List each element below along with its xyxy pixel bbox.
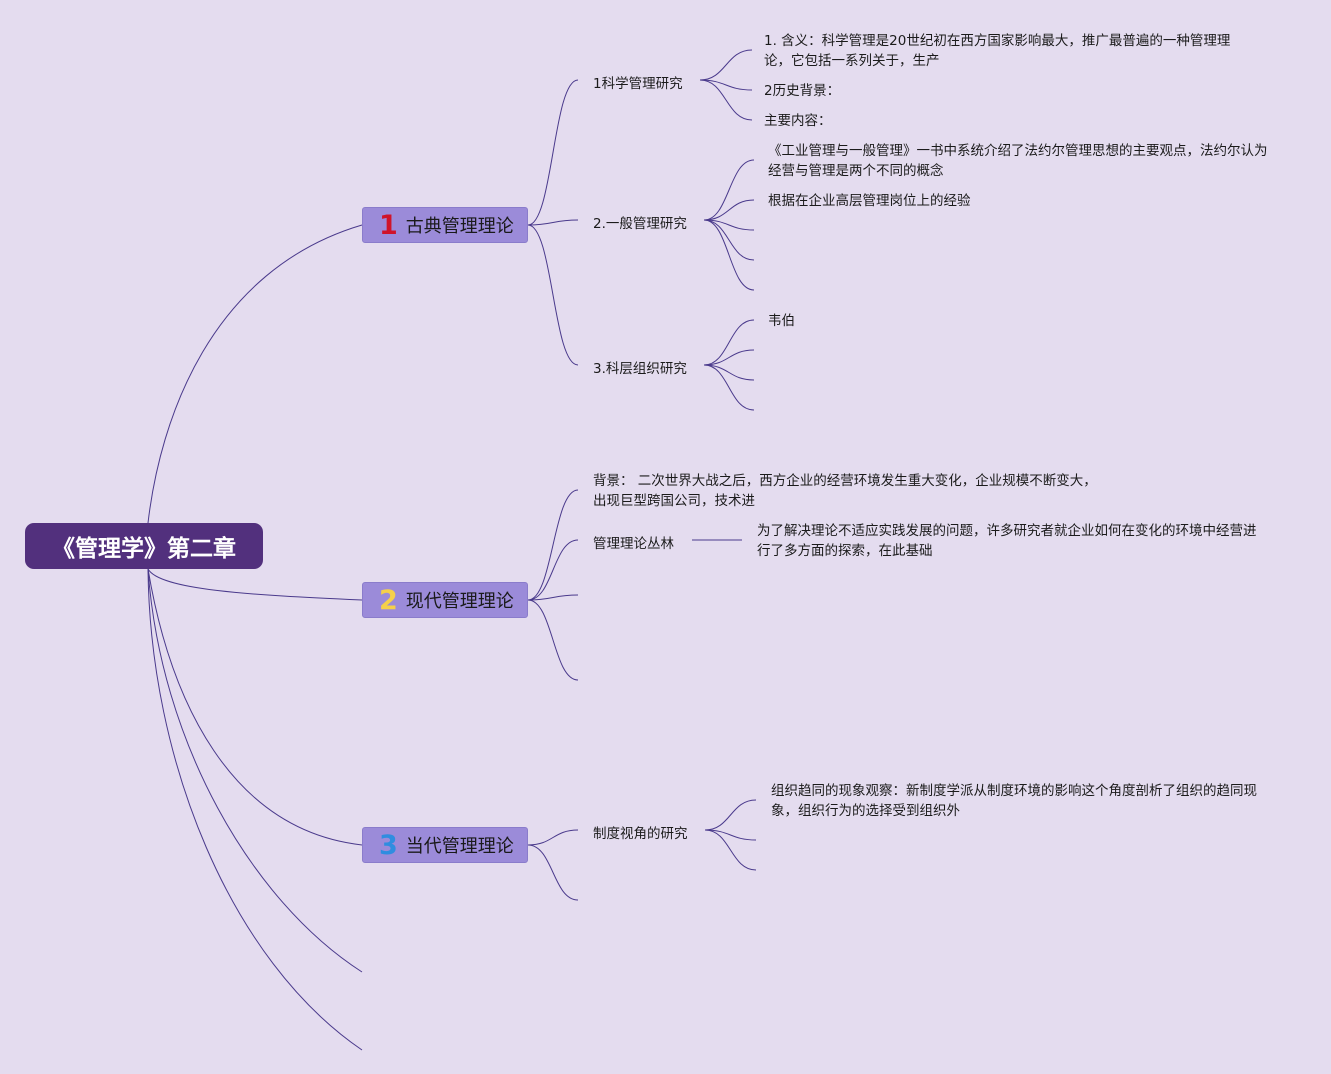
connector-line	[527, 594, 579, 601]
connector-line	[703, 319, 755, 366]
connector-line	[699, 79, 753, 121]
connector-line	[527, 844, 579, 901]
connector-line	[527, 829, 579, 846]
connector-line	[527, 599, 579, 681]
connector-line	[703, 364, 755, 411]
connector-line	[147, 568, 363, 846]
connector-line	[703, 219, 755, 261]
branch-label: 古典管理理论	[405, 216, 514, 237]
branch-classical-theory[interactable]: 1 古典管理理论	[362, 207, 528, 243]
number-three-icon: 3	[379, 829, 398, 861]
leaf-executive-experience[interactable]: 根据在企业高层管理岗位上的经验	[768, 193, 971, 209]
connector-line	[703, 349, 755, 366]
connector-line	[147, 568, 363, 1051]
subtopic-background[interactable]: 背景： 二次世界大战之后，西方企业的经营环境发生重大变化，企业规模不断变大，出现…	[593, 473, 1097, 509]
branch-contemporary-theory[interactable]: 3 当代管理理论	[362, 827, 528, 863]
leaf-isomorphism[interactable]: 组织趋同的现象观察：新制度学派从制度环境的影响这个角度剖析了组织的趋同现象，组织…	[771, 783, 1257, 819]
leaf-historical-background[interactable]: 2历史背景：	[764, 83, 841, 99]
connector-line	[527, 224, 579, 366]
connector-line	[527, 79, 579, 226]
branch-label: 现代管理理论	[405, 591, 514, 612]
connector-line	[527, 219, 579, 226]
connector-line	[703, 364, 755, 381]
connector-line	[703, 159, 755, 221]
leaf-scientific-definition[interactable]: 1. 含义：科学管理是20世纪初在西方国家影响最大，推广最普遍的一种管理理论，它…	[764, 33, 1231, 69]
root-title: 《管理学》第二章	[52, 536, 236, 562]
subtopic-management-jungle[interactable]: 管理理论丛林	[593, 536, 674, 552]
connector-line	[704, 799, 757, 831]
connector-line	[527, 489, 579, 601]
number-one-icon: 1	[379, 209, 398, 241]
connector-line	[147, 568, 363, 973]
root-topic[interactable]: 《管理学》第二章	[25, 523, 263, 569]
leaf-weber[interactable]: 韦伯	[768, 313, 795, 329]
connector-line	[704, 829, 757, 871]
branch-label: 当代管理理论	[405, 836, 514, 857]
connector-line	[703, 199, 755, 221]
connector-line	[703, 219, 755, 291]
connector-line	[527, 539, 579, 601]
leaf-fayol-book[interactable]: 《工业管理与一般管理》一书中系统介绍了法约尔管理思想的主要观点，法约尔认为经营与…	[768, 143, 1268, 179]
leaf-jungle-explanation[interactable]: 为了解决理论不适应实践发展的问题，许多研究者就企业如何在变化的环境中经营进行了多…	[757, 523, 1257, 559]
subtopic-general-management[interactable]: 2.一般管理研究	[593, 216, 687, 232]
subtopic-bureaucracy[interactable]: 3.科层组织研究	[593, 361, 687, 377]
subtopic-institutional-perspective[interactable]: 制度视角的研究	[593, 826, 688, 842]
connector-line	[147, 224, 363, 524]
number-two-icon: 2	[379, 584, 398, 616]
connector-line	[147, 568, 363, 601]
leaf-main-content[interactable]: 主要内容：	[764, 113, 832, 129]
connector-line	[699, 49, 753, 81]
subtopic-scientific-management[interactable]: 1科学管理研究	[593, 76, 683, 92]
branch-modern-theory[interactable]: 2 现代管理理论	[362, 582, 528, 618]
